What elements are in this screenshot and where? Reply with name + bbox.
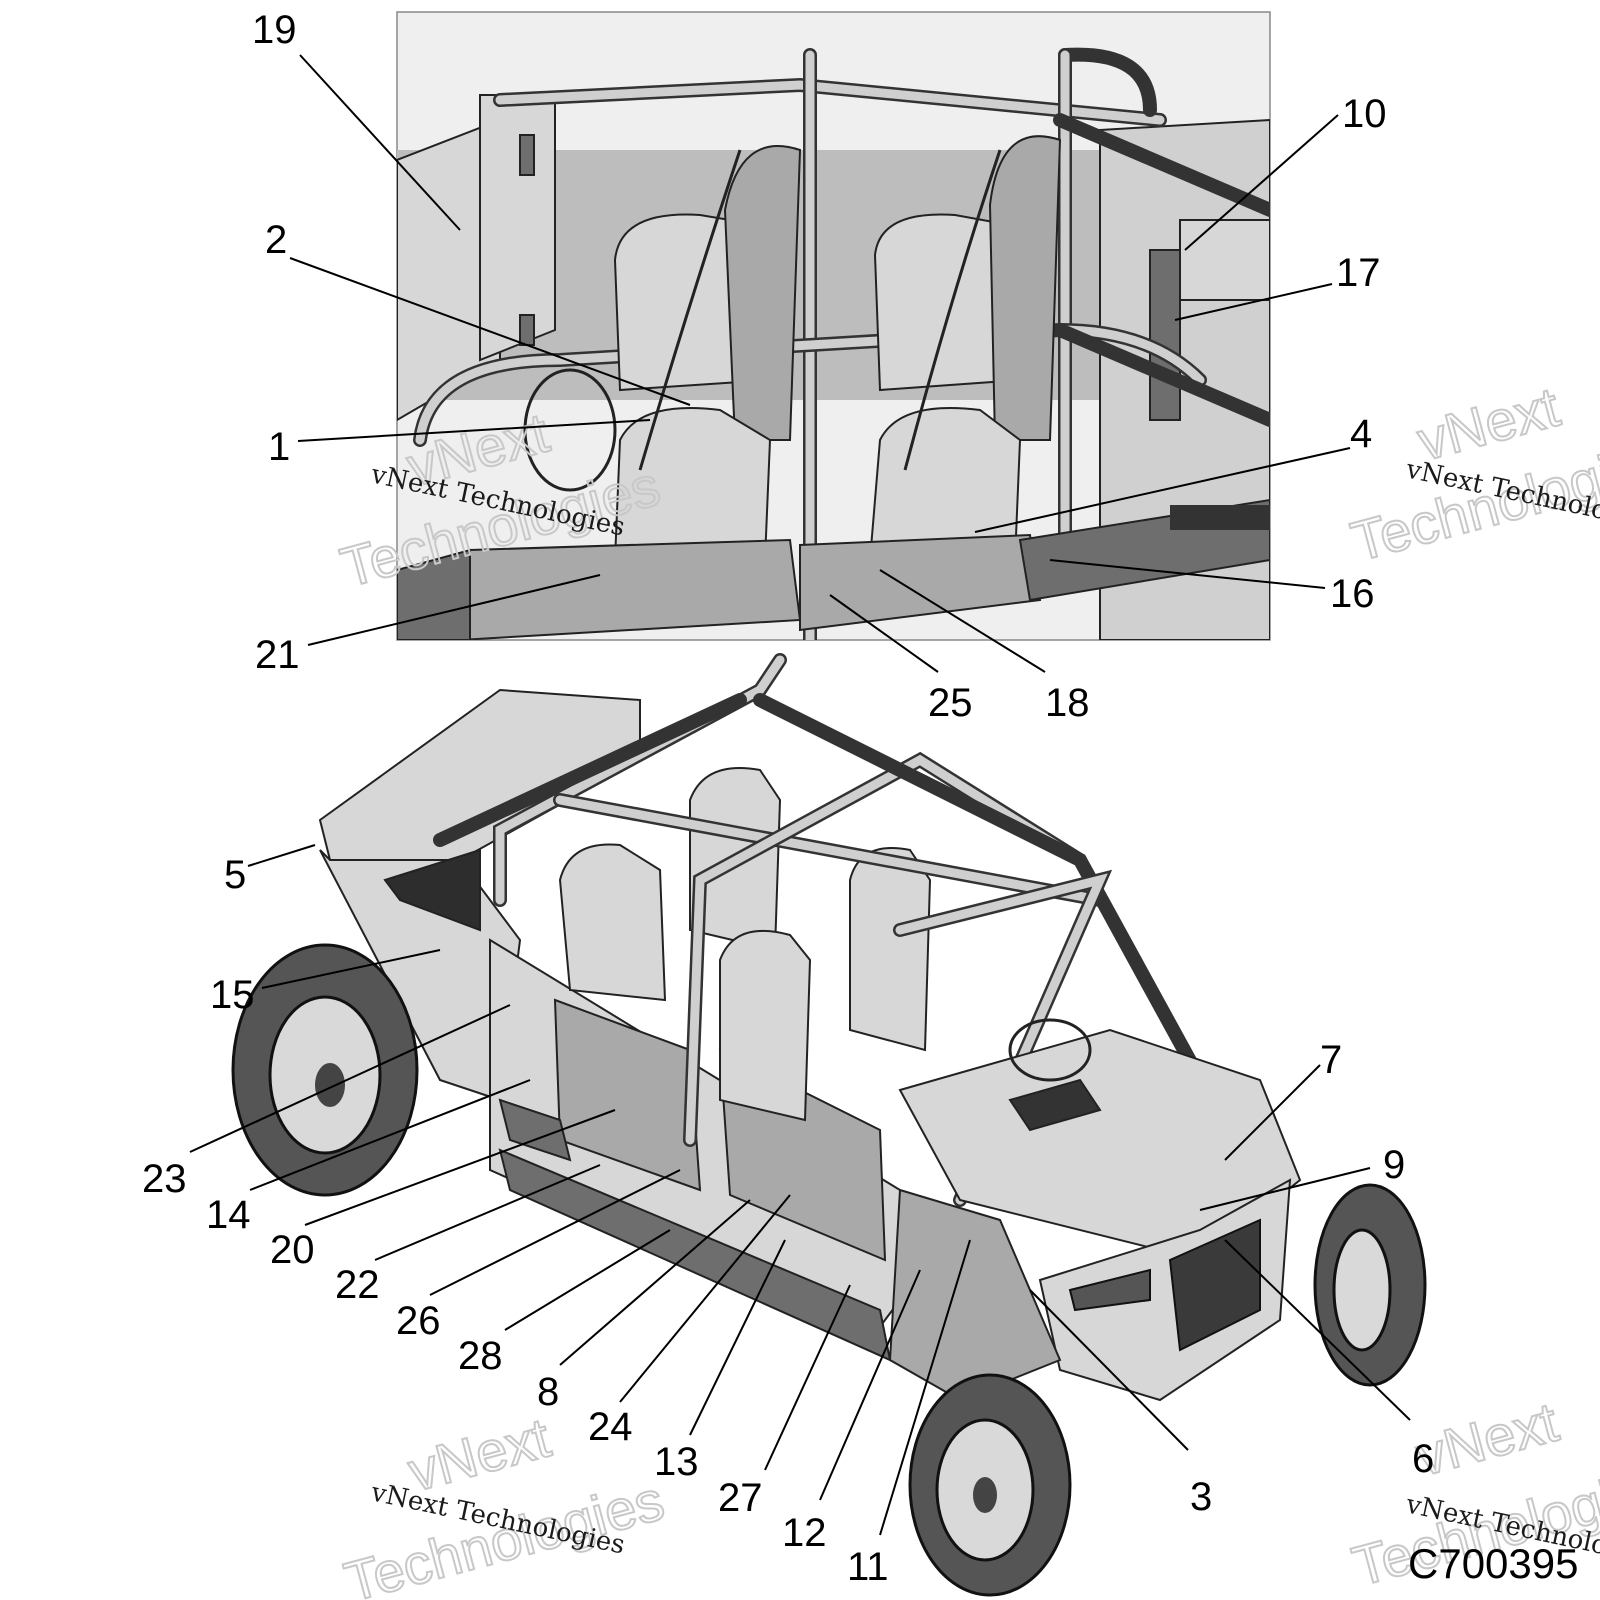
leader-28: [504, 1229, 671, 1331]
callout-5: 5: [224, 853, 246, 897]
leader-5: [247, 844, 316, 867]
callout-25: 25: [928, 681, 973, 725]
callout-1: 1: [268, 425, 290, 469]
leader-10: [1184, 114, 1339, 251]
callout-2: 2: [265, 218, 287, 262]
figure-id: C700395: [1408, 1540, 1578, 1587]
callout-11: 11: [847, 1545, 889, 1589]
callout-8: 8: [537, 1370, 559, 1414]
callout-18: 18: [1045, 681, 1090, 725]
callout-22: 22: [335, 1263, 380, 1307]
interior-inset-view: [396, 11, 1271, 641]
callout-21: 21: [255, 633, 300, 677]
leader-2: [289, 257, 691, 406]
callout-9: 9: [1383, 1143, 1405, 1187]
leader-18: [879, 569, 1046, 673]
callout-7: 7: [1320, 1038, 1342, 1082]
leader-3: [1029, 1289, 1189, 1451]
leader-4: [974, 447, 1351, 533]
leader-25: [829, 594, 939, 673]
leader-24: [619, 1194, 791, 1403]
leader-19: [299, 54, 461, 231]
callout-26: 26: [396, 1299, 441, 1343]
leader-16: [1049, 559, 1326, 589]
leader-20: [304, 1109, 616, 1226]
leader-15: [261, 949, 441, 989]
leader-7: [1224, 1064, 1321, 1161]
leader-8: [559, 1199, 751, 1366]
leader-26: [429, 1169, 681, 1296]
leader-11: [879, 1239, 971, 1536]
leader-14: [249, 1079, 531, 1191]
callout-15: 15: [210, 973, 255, 1017]
leader-23: [189, 1004, 511, 1153]
watermark-line1: vNext: [1411, 375, 1566, 473]
callout-6: 6: [1412, 1437, 1434, 1481]
leader-27: [764, 1284, 851, 1471]
callout-labels: 19 2 1 21 10 17 4 16 25 18 5 15 23 14 20…: [142, 8, 1434, 1589]
callout-20: 20: [270, 1228, 315, 1272]
callout-16: 16: [1330, 572, 1375, 616]
callout-13: 13: [654, 1440, 699, 1484]
leader-6: [1224, 1239, 1411, 1421]
vehicle-main-view: [231, 653, 1427, 1597]
callout-24: 24: [588, 1405, 633, 1449]
leader-12: [819, 1269, 921, 1501]
leader-9: [1199, 1167, 1371, 1211]
callout-14: 14: [206, 1193, 251, 1237]
callout-3: 3: [1190, 1475, 1212, 1519]
leader-lines: [189, 54, 1411, 1536]
callout-28: 28: [458, 1334, 503, 1378]
callout-10: 10: [1342, 92, 1387, 136]
callout-12: 12: [782, 1511, 827, 1555]
callout-23: 23: [142, 1157, 187, 1201]
callout-17: 17: [1336, 251, 1381, 295]
leader-1: [297, 419, 651, 442]
leader-22: [374, 1164, 601, 1261]
callout-4: 4: [1350, 412, 1372, 456]
leader-21: [307, 574, 601, 646]
callout-19: 19: [252, 8, 297, 52]
leader-13: [689, 1239, 786, 1436]
leader-17: [1174, 283, 1333, 321]
callout-27: 27: [718, 1476, 763, 1520]
